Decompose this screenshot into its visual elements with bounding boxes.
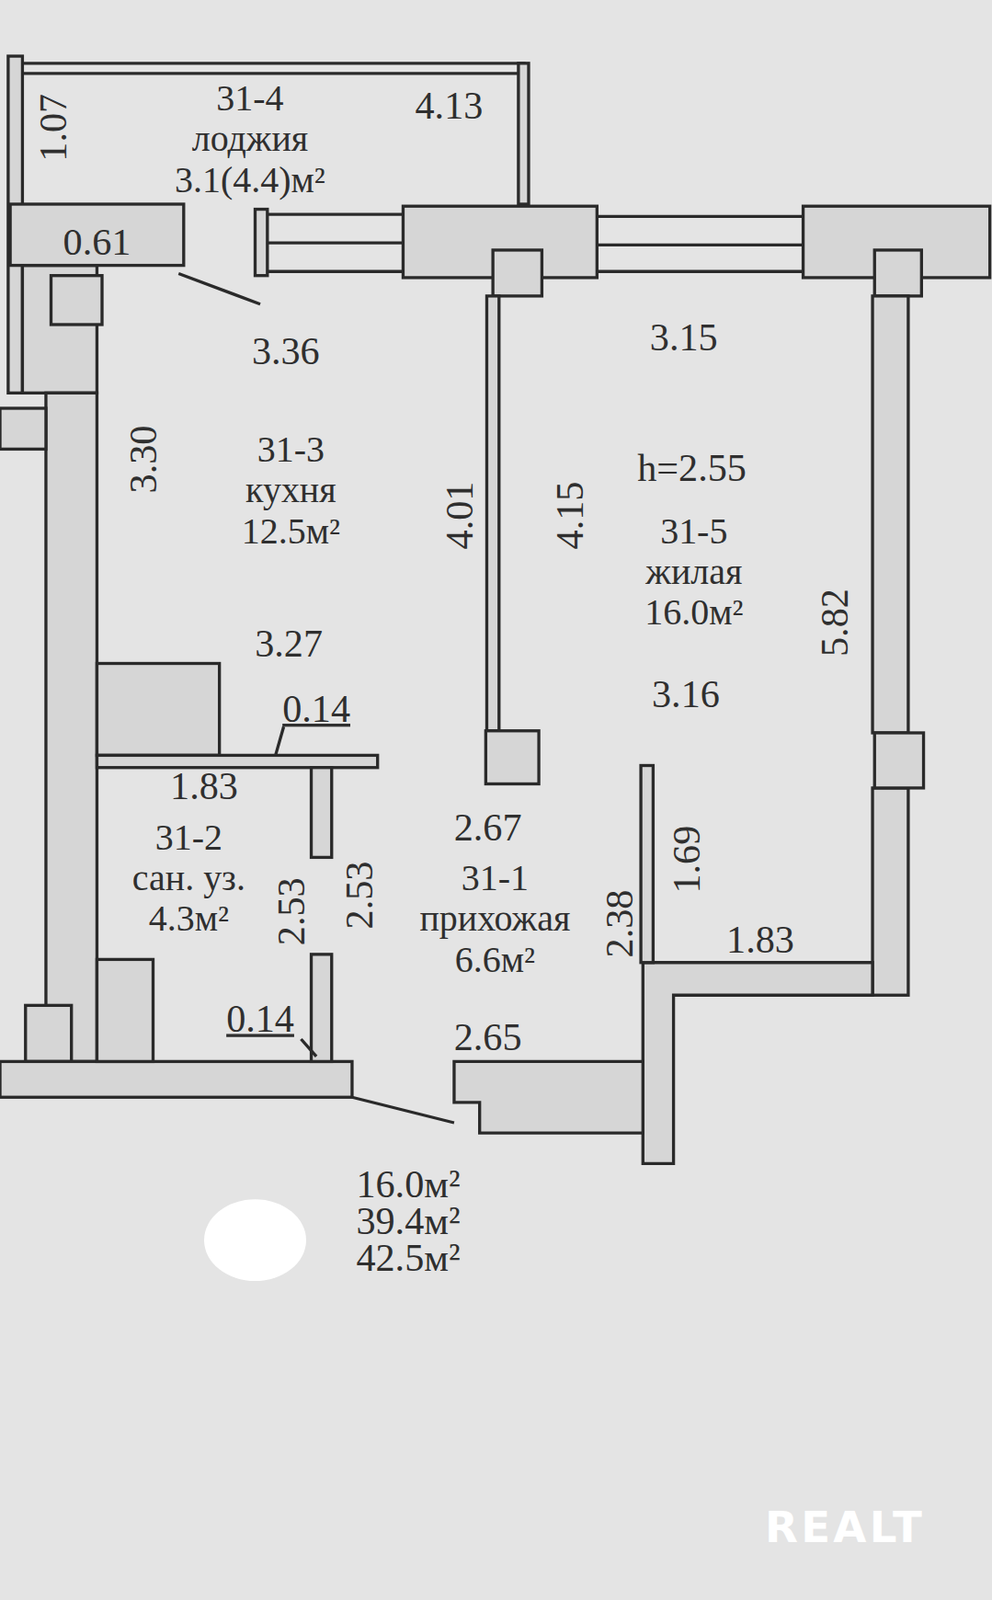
watermark: REALT (764, 1505, 925, 1550)
dimension-label: 3.16 (651, 674, 720, 714)
fixture (96, 663, 219, 756)
room-text: 3.1(4.4)м² (174, 159, 326, 200)
partition (640, 765, 653, 963)
dimension-label: 2.65 (454, 1017, 523, 1057)
room-text: 31-1 (419, 856, 571, 898)
window (267, 212, 406, 216)
door-jamb (311, 954, 332, 1062)
room-text: 6.6м² (419, 938, 571, 980)
dimension-label: 0.14 (226, 999, 295, 1038)
dimension-label: 3.15 (649, 317, 719, 356)
dimension-label: 1.69 (667, 825, 707, 894)
wall (518, 63, 529, 205)
wall (872, 296, 909, 733)
room-label: 31-3кухня12.5м² (241, 428, 341, 551)
room-text: 31-3 (241, 428, 341, 469)
room-text: прихожая (419, 898, 571, 939)
leader-line (300, 1038, 317, 1057)
dimension-label: 3.27 (254, 623, 323, 662)
dimension-label: 1.83 (170, 766, 239, 806)
window (596, 215, 804, 218)
dimension-label: 4.15 (549, 481, 589, 550)
dimension-label: 2.38 (600, 889, 639, 958)
dimension-label: 5.82 (815, 588, 855, 657)
railing (22, 71, 525, 75)
dimension-label: 3.30 (123, 425, 162, 494)
wall (454, 1060, 643, 1133)
dimension-label: 3.36 (251, 331, 320, 371)
dimension-label: 4.13 (414, 85, 483, 125)
redaction (204, 1198, 307, 1281)
dimension-label: 16.0м² (355, 1164, 460, 1204)
dimension-label: 4.01 (439, 481, 479, 550)
room-text: лоджия (174, 118, 326, 160)
room-text: сан. уз. (132, 856, 246, 898)
wall (0, 1060, 353, 1097)
window (267, 270, 406, 274)
room-text: 12.5м² (241, 510, 341, 551)
railing (22, 61, 525, 65)
room-text: 31-4 (174, 77, 326, 118)
room-label: 31-1прихожая6.6м² (419, 856, 571, 980)
column (51, 275, 103, 325)
window (596, 243, 804, 247)
window-jamb (255, 209, 268, 276)
dimension-label: 1.83 (726, 919, 795, 958)
column (485, 730, 539, 785)
dimension-label: 2.67 (454, 807, 523, 846)
door-swing (352, 1096, 455, 1123)
partition (486, 296, 499, 731)
room-text: 31-5 (644, 510, 743, 551)
window (267, 241, 406, 245)
wall (0, 408, 46, 449)
dimension-label: 2.53 (340, 861, 379, 930)
room-label: 31-2сан. уз.4.3м² (132, 816, 246, 939)
column (492, 250, 542, 297)
room-text: кухня (241, 469, 341, 511)
wall (872, 787, 909, 995)
dimension-label: 39.4м² (355, 1200, 460, 1240)
window (596, 270, 804, 274)
room-label: 31-4лоджия3.1(4.4)м² (174, 77, 326, 200)
wall (10, 204, 184, 266)
wall (25, 1004, 72, 1061)
dimension-label: 0.14 (282, 688, 351, 728)
dimension-label: 42.5м² (355, 1237, 460, 1277)
room-text: 31-2 (132, 816, 246, 857)
dimension-label: 0.61 (63, 222, 132, 262)
room-text: жилая (644, 550, 743, 592)
door-swing (178, 273, 261, 304)
dimension-label: h=2.55 (637, 447, 747, 487)
room-text: 16.0м² (644, 592, 743, 633)
room-label: 31-5жилая16.0м² (644, 510, 743, 633)
column (874, 250, 922, 297)
wall (45, 392, 98, 1061)
room-text: 4.3м² (132, 898, 246, 939)
dimension-label: 2.53 (271, 877, 310, 946)
partition (311, 767, 332, 858)
fixture (96, 958, 153, 1061)
wall (642, 962, 873, 1164)
dimension-label: 1.07 (34, 93, 73, 162)
leader-line (275, 726, 285, 755)
column (874, 732, 924, 788)
